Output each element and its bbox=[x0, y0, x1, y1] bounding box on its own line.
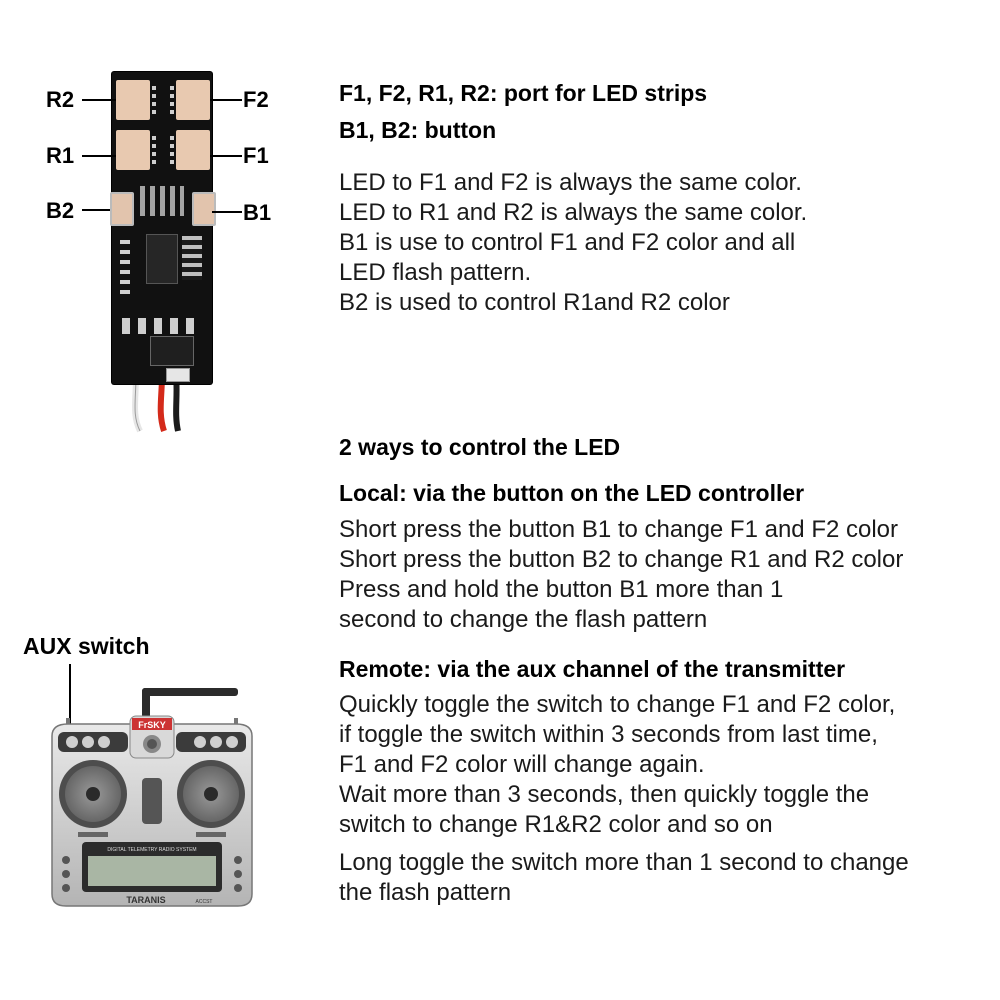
description-line: B1 is use to control F1 and F2 color and… bbox=[339, 229, 796, 256]
pad-pins bbox=[152, 86, 156, 114]
instruction-line: Short press the button B2 to change R1 a… bbox=[339, 546, 904, 573]
board-wires bbox=[132, 375, 181, 433]
local-heading: Local: via the button on the LED control… bbox=[339, 480, 805, 506]
aux-switch-label: AUX switch bbox=[23, 633, 150, 659]
port-pad-f2 bbox=[176, 80, 210, 120]
ports-heading: F1, F2, R1, R2: port for LED strips bbox=[339, 80, 708, 106]
aux-leader-line bbox=[69, 664, 71, 734]
smd-components bbox=[122, 318, 202, 334]
smd-components bbox=[120, 240, 130, 300]
badge-text: ACCST bbox=[196, 899, 213, 905]
description-line: LED to R1 and R2 is always the same colo… bbox=[339, 199, 808, 226]
port-pad-f1 bbox=[176, 130, 210, 170]
description-line: LED to F1 and F2 is always the same colo… bbox=[339, 169, 802, 196]
instruction-line: Quickly toggle the switch to change F1 a… bbox=[339, 691, 896, 718]
button-b2 bbox=[110, 192, 134, 226]
leader-line-r1 bbox=[82, 155, 116, 157]
pad-pins bbox=[170, 86, 174, 114]
transmitter-illustration: FrSKY DIGITAL TELEMETRY RADIO SYSTEM TAR… bbox=[51, 688, 253, 907]
leader-line-r2 bbox=[82, 99, 116, 101]
lcd-caption-text: DIGITAL TELEMETRY RADIO SYSTEM bbox=[107, 847, 196, 853]
label-f1: F1 bbox=[243, 143, 269, 168]
model-name-text: TARANIS bbox=[126, 895, 165, 905]
instruction-line: Long toggle the switch more than 1 secon… bbox=[339, 849, 909, 876]
label-f2: F2 bbox=[243, 87, 269, 112]
instruction-line: Press and hold the button B1 more than 1 bbox=[339, 576, 784, 603]
description-line: B2 is used to control R1and R2 color bbox=[339, 289, 730, 316]
ic-chip bbox=[146, 234, 178, 284]
instruction-line: if toggle the switch within 3 seconds fr… bbox=[339, 721, 878, 748]
button-heading: B1, B2: button bbox=[339, 117, 497, 143]
control-title: 2 ways to control the LED bbox=[339, 434, 621, 460]
regulator-chip bbox=[150, 336, 194, 366]
label-r2: R2 bbox=[46, 87, 75, 112]
pad-pins bbox=[170, 136, 174, 164]
label-b1: B1 bbox=[243, 200, 272, 225]
instruction-line: second to change the flash pattern bbox=[339, 606, 708, 633]
remote-instructions: Quickly toggle the switch to change F1 a… bbox=[339, 690, 895, 840]
leader-line-f2 bbox=[210, 99, 242, 101]
leader-line-b1 bbox=[212, 211, 242, 213]
leader-line-b2 bbox=[82, 209, 110, 211]
label-r1: R1 bbox=[46, 143, 75, 168]
description-line: LED flash pattern. bbox=[339, 259, 532, 286]
wire-connector bbox=[166, 368, 190, 382]
port-pad-r1 bbox=[116, 130, 150, 170]
instruction-line: Short press the button B1 to change F1 a… bbox=[339, 516, 899, 543]
local-instructions: Short press the button B1 to change F1 a… bbox=[339, 515, 903, 635]
leader-line-f1 bbox=[210, 155, 242, 157]
smd-components bbox=[140, 186, 184, 216]
remote-heading: Remote: via the aux channel of the trans… bbox=[339, 656, 846, 682]
port-pad-r2 bbox=[116, 80, 150, 120]
brand-logo-text: FrSKY bbox=[138, 720, 166, 730]
pad-pins bbox=[152, 136, 156, 164]
instruction-line: F1 and F2 color will change again. bbox=[339, 751, 705, 778]
instruction-line: switch to change R1&R2 color and so on bbox=[339, 811, 773, 838]
remote-long-toggle: Long toggle the switch more than 1 secon… bbox=[339, 848, 909, 908]
button-b1 bbox=[192, 192, 216, 226]
label-b2: B2 bbox=[46, 198, 75, 223]
description-block: LED to F1 and F2 is always the same colo… bbox=[339, 168, 807, 318]
smd-components bbox=[182, 236, 202, 280]
instruction-line: Wait more than 3 seconds, then quickly t… bbox=[339, 781, 870, 808]
instruction-line: the flash pattern bbox=[339, 879, 512, 906]
